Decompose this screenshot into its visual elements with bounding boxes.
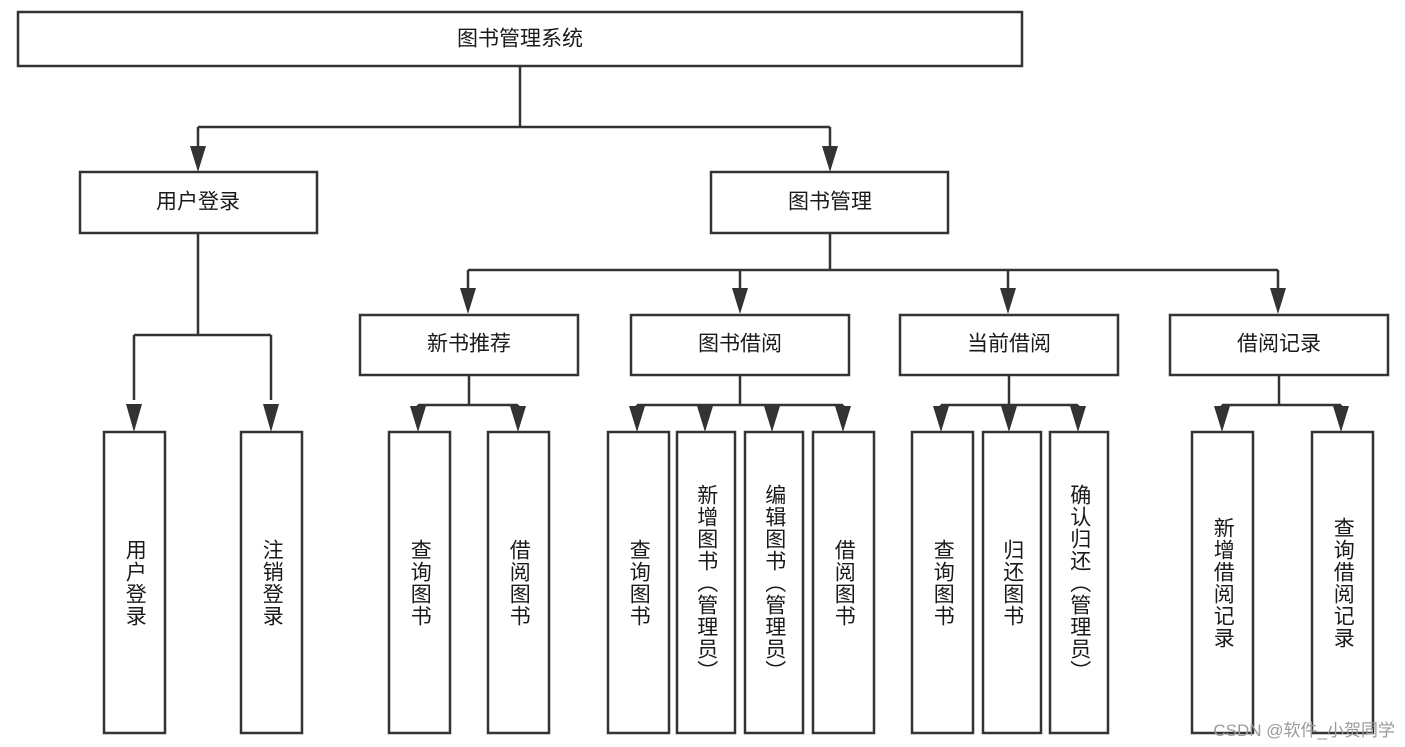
node-borrow-records-label: 借阅记录 bbox=[1237, 333, 1321, 356]
node-book-borrow[interactable]: 图书借阅 bbox=[629, 313, 851, 377]
leaf-box-borrow-book-2[interactable] bbox=[811, 430, 876, 735]
node-root-label: 图书管理系统 bbox=[457, 28, 583, 51]
node-borrow-records[interactable]: 借阅记录 bbox=[1168, 313, 1390, 377]
node-book-management[interactable]: 图书管理 bbox=[709, 170, 950, 235]
node-root[interactable]: 图书管理系统 bbox=[16, 10, 1024, 68]
leaf-box-logout[interactable] bbox=[239, 430, 304, 735]
leaf-box-return-book[interactable] bbox=[981, 430, 1043, 735]
node-new-book-recommend-label: 新书推荐 bbox=[427, 333, 511, 356]
leaf-box-query-book-1[interactable] bbox=[387, 430, 452, 735]
leaf-box-query-book-2[interactable] bbox=[606, 430, 671, 735]
node-user-login[interactable]: 用户登录 bbox=[78, 170, 319, 235]
leaf-box-add-book[interactable] bbox=[675, 430, 737, 735]
connector-records-to-leaves bbox=[1214, 375, 1349, 432]
leaf-box-add-record[interactable] bbox=[1190, 430, 1255, 735]
connector-current-to-leaves bbox=[933, 375, 1086, 432]
leaf-box-borrow-book-1[interactable] bbox=[486, 430, 551, 735]
node-current-borrow-label: 当前借阅 bbox=[967, 333, 1051, 356]
connector-userlogin-to-leaves bbox=[126, 233, 279, 432]
connector-bookmgmt-to-level3 bbox=[460, 233, 1286, 314]
node-user-login-label: 用户登录 bbox=[156, 191, 240, 214]
node-new-book-recommend[interactable]: 新书推荐 bbox=[358, 313, 580, 377]
leaf-box-edit-book[interactable] bbox=[743, 430, 805, 735]
connector-root-to-level2 bbox=[190, 66, 838, 172]
connector-borrow-to-leaves bbox=[629, 375, 851, 432]
leaf-box-user-login[interactable] bbox=[102, 430, 167, 735]
node-book-borrow-label: 图书借阅 bbox=[698, 333, 782, 356]
watermark: CSDN @软件_小贺同学 bbox=[1213, 721, 1395, 740]
leaf-box-confirm-return[interactable] bbox=[1048, 430, 1110, 735]
node-current-borrow[interactable]: 当前借阅 bbox=[898, 313, 1120, 377]
node-book-management-label: 图书管理 bbox=[788, 191, 872, 214]
leaf-box-query-book-3[interactable] bbox=[910, 430, 975, 735]
leaf-box-query-record[interactable] bbox=[1310, 430, 1375, 735]
connector-newbook-to-leaves bbox=[410, 375, 526, 432]
